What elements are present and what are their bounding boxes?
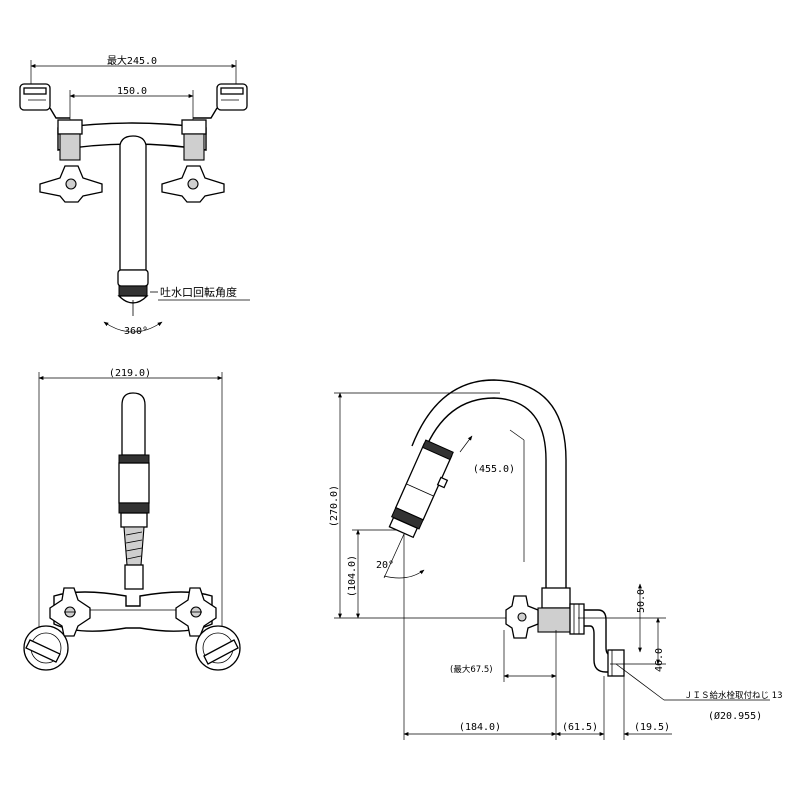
spout-rotation-label: 吐水口回転角度 <box>160 285 237 299</box>
top-view: 最大245.0 150.0 <box>19 54 250 337</box>
side-view: (270.0) (104.0) (455.0) 20° <box>329 379 783 740</box>
dim-vertical-46: 46.0 <box>654 648 665 672</box>
side-cross-handle <box>505 595 539 639</box>
jis-label: ＪＩＳ給水栓取付ねじ 13 <box>684 690 783 701</box>
dim-base-offset: (184.0) <box>459 722 501 733</box>
dim-vertical-50: 50.0 <box>636 589 647 613</box>
dim-fitting-offset: (19.5) <box>634 722 670 733</box>
right-cross-handle-front <box>175 587 241 671</box>
dim-max-width: 最大245.0 <box>107 54 157 67</box>
dim-angle: 20° <box>376 560 394 571</box>
dim-height-total: (270.0) <box>329 485 340 527</box>
dim-center-distance: 150.0 <box>117 86 147 97</box>
dim-spout-height: (104.0) <box>347 555 358 597</box>
left-wall-bracket <box>19 83 70 119</box>
rotation-angle: 360° <box>124 326 148 337</box>
dim-max-depth: (最大67.5) <box>450 664 493 675</box>
right-cross-handle-top <box>161 165 225 203</box>
front-view: (219.0) <box>23 368 241 671</box>
dim-overall-width: (219.0) <box>109 368 151 379</box>
right-wall-bracket <box>193 83 248 119</box>
spout-nozzle <box>388 439 454 539</box>
left-cross-handle-top <box>39 165 103 203</box>
dim-spout-reach: (455.0) <box>473 464 515 475</box>
jis-sub: (Ø20.955) <box>708 710 762 722</box>
dim-body-offset: (61.5) <box>562 722 598 733</box>
left-cross-handle-front <box>23 587 91 671</box>
